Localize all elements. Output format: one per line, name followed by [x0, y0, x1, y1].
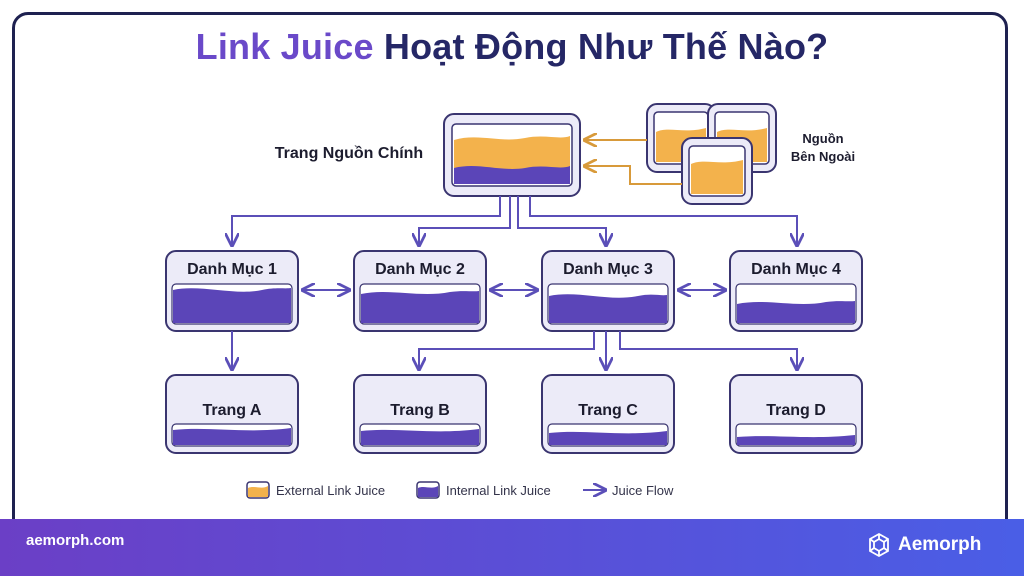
title-highlight: Link Juice [195, 26, 374, 67]
page-node-a [165, 374, 299, 454]
category-label-4: Danh Mục 4 [751, 261, 841, 278]
source-external-juice [454, 136, 570, 172]
diagram-title: Link Juice Hoạt Động Như Thế Nào? [0, 26, 1024, 68]
category-node-2 [353, 250, 487, 332]
legend-flow-label: Juice Flow [612, 483, 674, 498]
footer-brand: Aemorph [866, 530, 981, 560]
page-label-c: Trang C [578, 402, 638, 419]
category-node-4 [729, 250, 863, 332]
page-node-b [353, 374, 487, 454]
flow-categories-to-pages [232, 331, 797, 368]
external-source-3 [681, 137, 753, 205]
page-label-b: Trang B [390, 402, 450, 419]
category-label-3: Danh Mục 3 [563, 261, 653, 278]
external-label-line1: Nguồn [802, 131, 844, 146]
legend-internal-swatch [416, 481, 440, 499]
page-node-c [541, 374, 675, 454]
legend-external-label: External Link Juice [276, 483, 386, 498]
category-label-2: Danh Mục 2 [375, 261, 465, 278]
page-label-a: Trang A [202, 402, 262, 419]
external-arrows [586, 140, 682, 185]
legend-internal-label: Internal Link Juice [446, 483, 551, 498]
external-label-line2: Bên Ngoài [790, 149, 856, 164]
category-label-1: Danh Mục 1 [187, 261, 277, 278]
category-node-1 [165, 250, 299, 332]
source-internal-juice [454, 166, 570, 184]
title-rest: Hoạt Động Như Thế Nào? [383, 26, 829, 67]
page-node-d [729, 374, 863, 454]
source-node [443, 113, 581, 197]
legend-external-swatch [246, 481, 270, 499]
footer-brand-name: Aemorph [898, 534, 982, 555]
category-node-3 [541, 250, 675, 332]
source-label: Trang Nguồn Chính [274, 145, 424, 162]
page-label-d: Trang D [766, 402, 826, 419]
flow-source-to-categories [232, 196, 797, 244]
footer-bar: aemorph.com Aemorph [0, 519, 1024, 576]
aemorph-logo-icon [869, 532, 889, 558]
footer-url: aemorph.com [26, 532, 125, 549]
